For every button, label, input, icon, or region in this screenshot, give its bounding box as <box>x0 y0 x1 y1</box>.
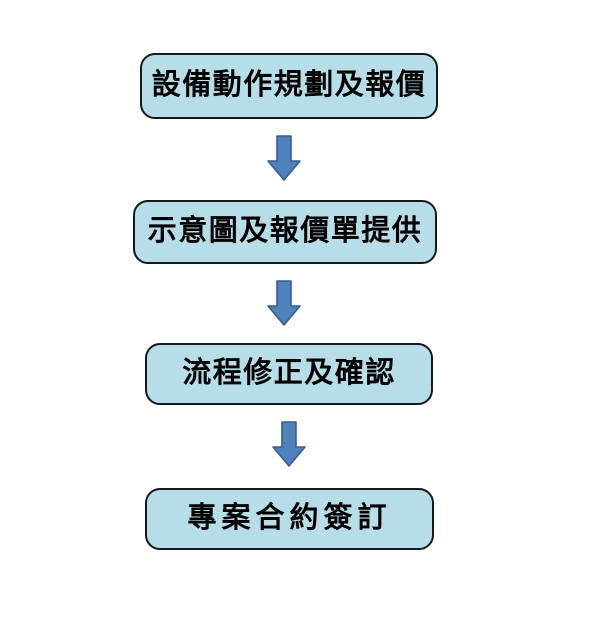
flowchart-node-label: 示意圖及報價單提供 <box>147 213 423 248</box>
arrow-down-icon <box>266 280 302 327</box>
flowchart-node-step-2[interactable]: 示意圖及報價單提供 <box>133 200 437 264</box>
flowchart-node-label: 專案合約簽訂 <box>187 500 392 535</box>
flowchart-node-label: 設備動作規劃及報價 <box>151 67 427 102</box>
flowchart-node-step-1[interactable]: 設備動作規劃及報價 <box>140 53 438 119</box>
flowchart-node-step-4[interactable]: 專案合約簽訂 <box>145 488 434 550</box>
flowchart-node-step-3[interactable]: 流程修正及確認 <box>145 343 433 405</box>
arrow-down-icon <box>266 135 302 182</box>
arrow-down-icon <box>271 421 307 468</box>
flowchart-node-label: 流程修正及確認 <box>182 355 396 390</box>
